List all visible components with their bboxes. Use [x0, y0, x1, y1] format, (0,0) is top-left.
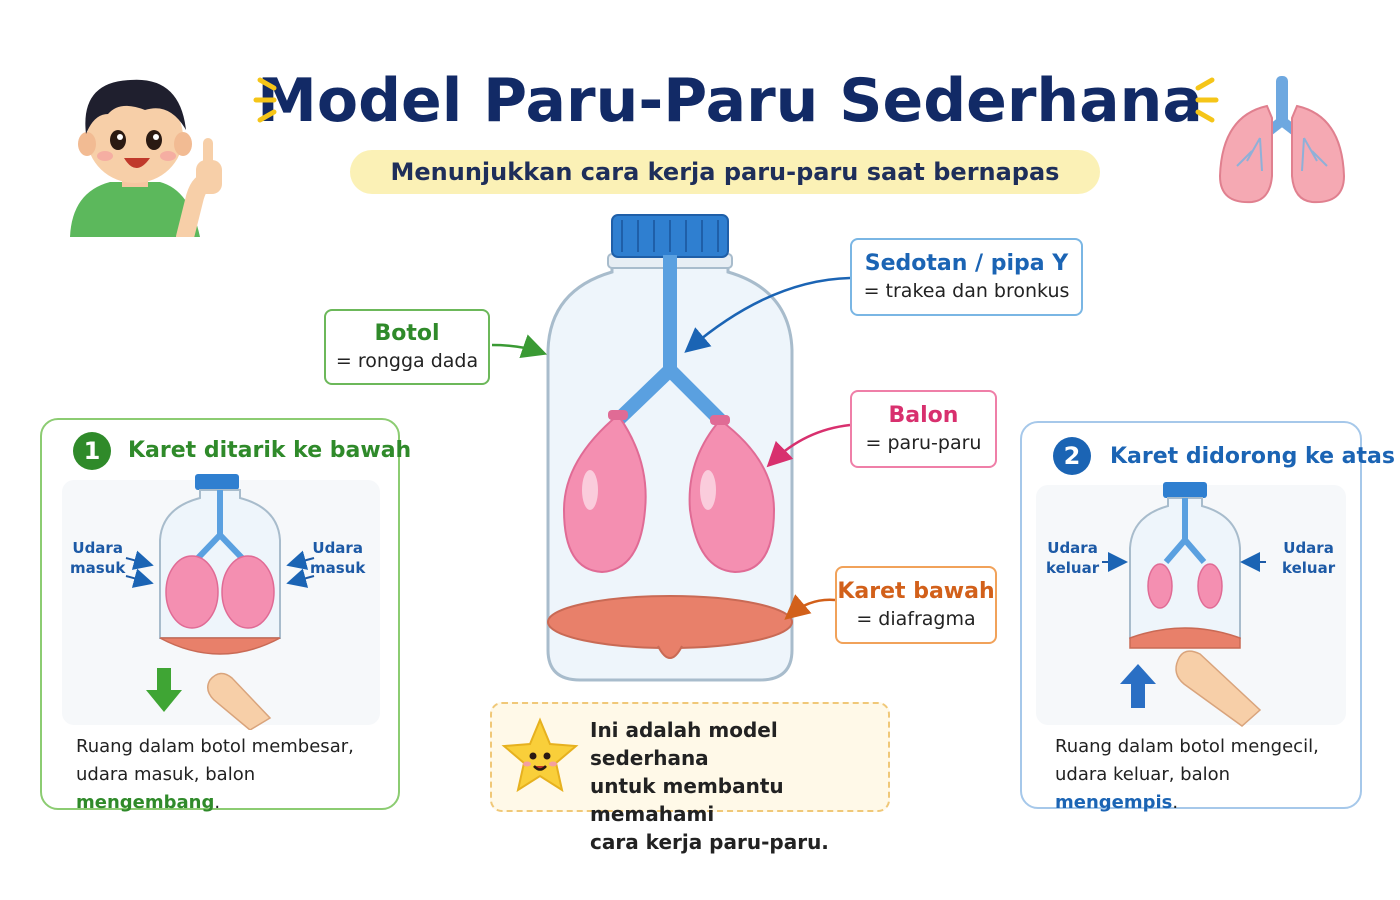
step1-air-left-label: Udara masuk	[70, 538, 125, 578]
step1-title: Karet ditarik ke bawah	[128, 438, 412, 463]
step1-air-right-line1: Udara	[312, 539, 363, 557]
note-line2: untuk membantu memahami	[590, 774, 784, 826]
step2-air-left-label: Udara keluar	[1046, 538, 1099, 578]
label-balon: Balon = paru-paru	[850, 390, 997, 468]
label-karet-title: Karet bawah	[837, 579, 995, 604]
step1-desc-line2: udara masuk, balon mengembang.	[76, 761, 386, 817]
step1-air-in-right-arrows	[286, 550, 315, 588]
step1-air-left-line1: Udara	[72, 539, 123, 557]
arrow-down-icon	[146, 668, 182, 712]
step1-number: 1	[73, 432, 111, 470]
boy-pointing-icon	[70, 79, 222, 237]
bottle-model-diagram	[546, 214, 794, 682]
label-sedotan-desc: = trakea dan bronkus	[863, 280, 1070, 302]
label-balon-desc: = paru-paru	[865, 432, 982, 454]
step2-desc-line2-prefix: udara keluar, balon	[1055, 764, 1231, 785]
arrow-up-icon	[1120, 664, 1156, 708]
step2-hand-icon	[1175, 650, 1262, 727]
step2-desc-highlight: mengempis	[1055, 792, 1173, 813]
step2-bottle-icon	[1129, 482, 1241, 649]
step1-desc-highlight: mengembang	[76, 792, 215, 813]
step2-air-right-line1: Udara	[1283, 539, 1334, 557]
label-karet-desc: = diafragma	[856, 608, 976, 630]
step2-desc-line2: udara keluar, balon mengempis.	[1055, 761, 1355, 817]
step2-air-left-line1: Udara	[1047, 539, 1098, 557]
step1-desc-line2-prefix: udara masuk, balon	[76, 764, 256, 785]
note-text: Ini adalah model sederhana untuk membant…	[590, 716, 880, 856]
step1-desc-line1: Ruang dalam botol membesar,	[76, 736, 354, 757]
label-sedotan-title: Sedotan / pipa Y	[864, 251, 1069, 276]
step1-air-in-left-arrows	[125, 550, 154, 588]
step2-number: 2	[1053, 437, 1091, 475]
label-karet: Karet bawah = diafragma	[835, 566, 997, 644]
step1-desc-suffix: .	[214, 792, 221, 813]
step1-bottle-icon	[159, 474, 281, 655]
page-title: Model Paru-Paru Sederhana	[257, 66, 1203, 136]
step1-description: Ruang dalam botol membesar, udara masuk,…	[76, 733, 386, 817]
step2-description: Ruang dalam botol mengecil, udara keluar…	[1055, 733, 1355, 817]
step2-air-right-label: Udara keluar	[1282, 538, 1335, 578]
step1-air-left-line2: masuk	[70, 559, 126, 577]
label-botol-title: Botol	[374, 321, 440, 346]
label-botol-desc: = rongga dada	[335, 350, 479, 372]
label-sedotan: Sedotan / pipa Y = trakea dan bronkus	[850, 238, 1083, 316]
sparkle-right-icon	[1195, 77, 1219, 123]
step2-air-out-right-arrow	[1240, 552, 1266, 572]
note-line3: cara kerja paru-paru.	[590, 830, 829, 854]
step2-desc-suffix: .	[1172, 792, 1179, 813]
sparkle-left-icon	[253, 77, 277, 123]
step1-hand-icon	[207, 672, 272, 730]
lungs-icon	[1218, 76, 1346, 204]
note-line1: Ini adalah model sederhana	[590, 718, 778, 770]
step2-air-out-left-arrow	[1102, 552, 1128, 572]
step1-air-right-line2: masuk	[310, 559, 366, 577]
label-balon-title: Balon	[888, 403, 959, 428]
subtitle: Menunjukkan cara kerja paru-paru saat be…	[350, 150, 1100, 194]
label-botol: Botol = rongga dada	[324, 309, 490, 385]
step2-title: Karet didorong ke atas	[1110, 444, 1395, 469]
star-mascot-icon	[501, 717, 579, 793]
step2-air-right-line2: keluar	[1282, 559, 1336, 577]
step2-desc-line1: Ruang dalam botol mengecil,	[1055, 736, 1319, 757]
step2-air-left-line2: keluar	[1046, 559, 1100, 577]
step1-air-right-label: Udara masuk	[310, 538, 365, 578]
